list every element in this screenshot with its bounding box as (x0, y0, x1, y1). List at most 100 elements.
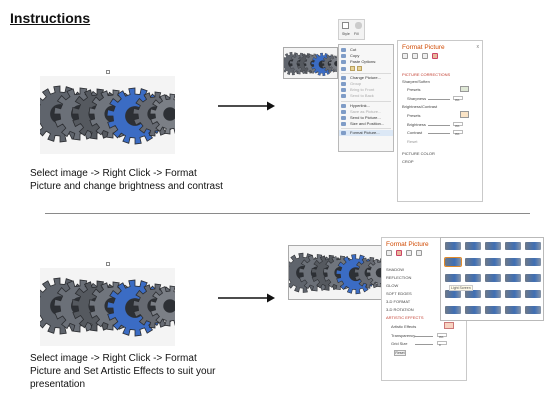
sharpness-input[interactable]: 0% (453, 96, 463, 102)
reset-link[interactable]: Reset (407, 139, 418, 144)
context-menu-item[interactable]: Group (339, 81, 393, 87)
brightness-input[interactable]: 0% (453, 122, 463, 128)
link-icon (341, 103, 346, 108)
brightness-value: 0% (455, 124, 460, 128)
effect-thumbnail[interactable] (525, 242, 541, 250)
menu-item-label: Size and Position... (350, 121, 385, 127)
picture-icon[interactable] (416, 250, 422, 256)
section-crop[interactable]: CROP (402, 159, 414, 164)
panel-section[interactable]: SHADOW (386, 267, 404, 272)
transparency-input[interactable]: 0% (437, 333, 447, 339)
effect-thumbnail[interactable] (505, 258, 521, 266)
fill-icon[interactable] (355, 22, 362, 29)
sharpness-slider[interactable] (428, 99, 450, 100)
grid-size-slider[interactable] (415, 344, 433, 345)
step2-caption: Select image -> Right Click -> Format Pi… (30, 353, 216, 390)
save-icon (341, 109, 346, 114)
rotation-handle[interactable] (106, 70, 110, 74)
effect-thumbnail[interactable] (485, 306, 501, 314)
context-menu-item[interactable]: Paste Options: (339, 59, 393, 65)
menu-item-label: Format Picture... (350, 130, 380, 136)
context-menu-item[interactable]: Copy (339, 53, 393, 59)
effect-thumbnail[interactable] (465, 242, 481, 250)
group-icon (341, 81, 346, 86)
effect-thumbnail[interactable] (465, 258, 481, 266)
presets2-dropdown[interactable] (460, 111, 469, 118)
effect-thumbnail[interactable] (505, 242, 521, 250)
gear-image-step1[interactable] (40, 76, 175, 154)
menu-item-label: Cut (350, 47, 357, 52)
grid-size-input[interactable]: 0 (437, 341, 447, 347)
panel-section[interactable]: 3-D FORMAT (386, 299, 411, 304)
effect-thumbnail[interactable] (485, 242, 501, 250)
context-menu-item[interactable]: Format Picture... (339, 130, 393, 137)
gear-image-mini-step1[interactable] (283, 47, 338, 79)
effects-icon[interactable] (396, 250, 402, 256)
panel-tab-icons (402, 53, 442, 60)
panel-section[interactable]: GLOW (386, 283, 399, 288)
artistic-effects-dropdown[interactable] (444, 322, 454, 329)
context-menu-item[interactable]: Save as Picture... (339, 109, 393, 115)
context-menu-item[interactable]: Send to Picture... (339, 115, 393, 121)
effect-thumbnail[interactable] (525, 258, 541, 266)
size-icon[interactable] (406, 250, 412, 256)
effect-thumbnail[interactable] (445, 306, 461, 314)
effect-thumbnail[interactable] (485, 258, 501, 266)
context-menu-item[interactable]: Change Picture... (339, 75, 393, 81)
size-icon[interactable] (422, 53, 428, 59)
paste-option-icon[interactable] (350, 66, 355, 71)
panel-section[interactable]: ARTISTIC EFFECTS (386, 315, 424, 320)
effect-thumbnail[interactable] (445, 274, 461, 282)
panel-section[interactable]: REFLECTION (386, 275, 412, 280)
paste-option-icon[interactable] (357, 66, 362, 71)
gear-image-mini-step2[interactable] (288, 245, 383, 300)
picture-icon (341, 75, 346, 80)
send-back-icon (341, 94, 346, 99)
reset-button[interactable]: Reset (394, 350, 406, 356)
context-menu-item[interactable]: Hyperlink... (339, 103, 393, 109)
context-menu-item[interactable]: Size and Position... (339, 121, 393, 127)
effect-thumbnail[interactable] (525, 306, 541, 314)
arrow-right-icon (218, 292, 276, 304)
style-icon[interactable] (342, 22, 349, 29)
effect-thumbnail[interactable] (505, 290, 521, 298)
rotation-handle[interactable] (106, 262, 110, 266)
contrast-input[interactable]: 0% (453, 130, 463, 136)
panel-section[interactable]: 3-D ROTATION (386, 307, 414, 312)
close-icon[interactable]: x (476, 44, 480, 50)
effect-thumbnail[interactable] (505, 306, 521, 314)
size-icon (341, 122, 346, 127)
gear-image-step2[interactable] (40, 268, 175, 346)
presets-dropdown[interactable] (460, 86, 469, 92)
effect-thumbnail[interactable] (485, 290, 501, 298)
menu-item-label: Bring to Front (350, 87, 375, 93)
format-picture-icon (341, 131, 346, 136)
effects-icon[interactable] (412, 53, 418, 59)
effect-thumbnail[interactable] (465, 306, 481, 314)
effect-thumbnail[interactable] (465, 290, 481, 298)
transparency-slider[interactable] (415, 336, 433, 337)
panel-section[interactable]: SOFT EDGES (386, 291, 412, 296)
effect-thumbnail[interactable] (525, 290, 541, 298)
gears-graphic (289, 252, 382, 295)
context-menu-item[interactable]: Bring to Front (339, 87, 393, 93)
context-menu-item[interactable]: Cut (339, 47, 393, 53)
gear-shape (366, 258, 382, 288)
context-menu-item[interactable]: Send to Back (339, 93, 393, 99)
brightness-slider[interactable] (428, 125, 450, 126)
effect-thumbnail[interactable] (445, 290, 461, 298)
picture-icon[interactable] (432, 53, 438, 59)
effect-thumbnail[interactable] (505, 274, 521, 282)
effect-thumbnail[interactable] (485, 274, 501, 282)
section-picture-corrections[interactable]: PICTURE CORRECTIONS (402, 72, 451, 77)
contrast-slider[interactable] (428, 133, 450, 134)
grid-size-label: Grid Size (391, 341, 408, 346)
effect-thumbnail[interactable] (444, 257, 462, 267)
effect-thumbnail[interactable] (525, 274, 541, 282)
section-picture-color[interactable]: PICTURE COLOR (402, 151, 435, 156)
fill-line-icon[interactable] (386, 250, 392, 256)
fill-line-icon[interactable] (402, 53, 408, 59)
context-menu-item[interactable] (339, 66, 393, 72)
effect-thumbnail[interactable] (445, 242, 461, 250)
effect-thumbnail[interactable] (465, 274, 481, 282)
